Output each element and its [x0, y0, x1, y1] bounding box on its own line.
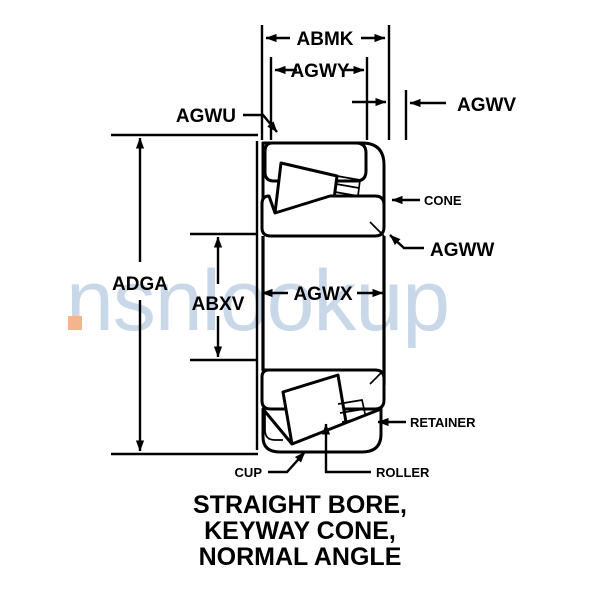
dimension-label-abmk: ABMK	[297, 29, 354, 50]
callout-cone: CONE	[391, 193, 462, 208]
title-line-2: KEYWAY CONE,	[204, 517, 396, 545]
title-line-3: NORMAL ANGLE	[199, 543, 402, 571]
dimension-label-agww: AGWW	[430, 240, 494, 261]
callout-cup: CUP	[235, 451, 306, 480]
dimension-agww: AGWW	[389, 234, 494, 261]
dimension-agwy: AGWY	[274, 61, 365, 82]
watermark-accent-square	[68, 316, 82, 330]
dimension-label-agwu: AGWU	[176, 106, 236, 127]
dimension-abxv: ABXV	[192, 236, 245, 358]
dimension-agwu: AGWU	[176, 106, 278, 133]
diagram-title: STRAIGHT BORE, KEYWAY CONE, NORMAL ANGLE	[193, 491, 407, 571]
dimension-label-agwv: AGWV	[457, 95, 516, 116]
retainer-upper	[334, 175, 361, 197]
callout-label-cone: CONE	[424, 193, 462, 208]
dimension-label-agwx: AGWX	[293, 284, 352, 305]
dimension-agwv: AGWV	[352, 95, 516, 116]
title-line-1: STRAIGHT BORE,	[193, 491, 407, 519]
bearing-assembly	[255, 141, 386, 454]
adga-extension-lines	[111, 133, 258, 456]
dimension-label-agwy: AGWY	[290, 61, 349, 82]
cone-inner-upper	[260, 194, 386, 238]
abxv-extension-lines	[190, 232, 258, 362]
cone-rib-upper	[369, 221, 385, 237]
dimension-agwx: AGWX	[261, 284, 384, 305]
dimension-adga: ADGA	[112, 137, 168, 452]
bore-wall	[255, 141, 386, 450]
callout-retainer: RETAINER	[377, 415, 476, 430]
dimension-abmk: ABMK	[265, 29, 386, 50]
callout-roller: ROLLER	[321, 423, 430, 480]
callout-label-roller: ROLLER	[376, 465, 430, 480]
callout-label-retainer: RETAINER	[410, 415, 476, 430]
dimension-label-abxv: ABXV	[192, 294, 245, 315]
cup-lower	[261, 407, 383, 454]
callout-label-cup: CUP	[235, 465, 263, 480]
dimension-label-adga: ADGA	[112, 274, 168, 295]
cone-lower-flange	[264, 409, 283, 441]
